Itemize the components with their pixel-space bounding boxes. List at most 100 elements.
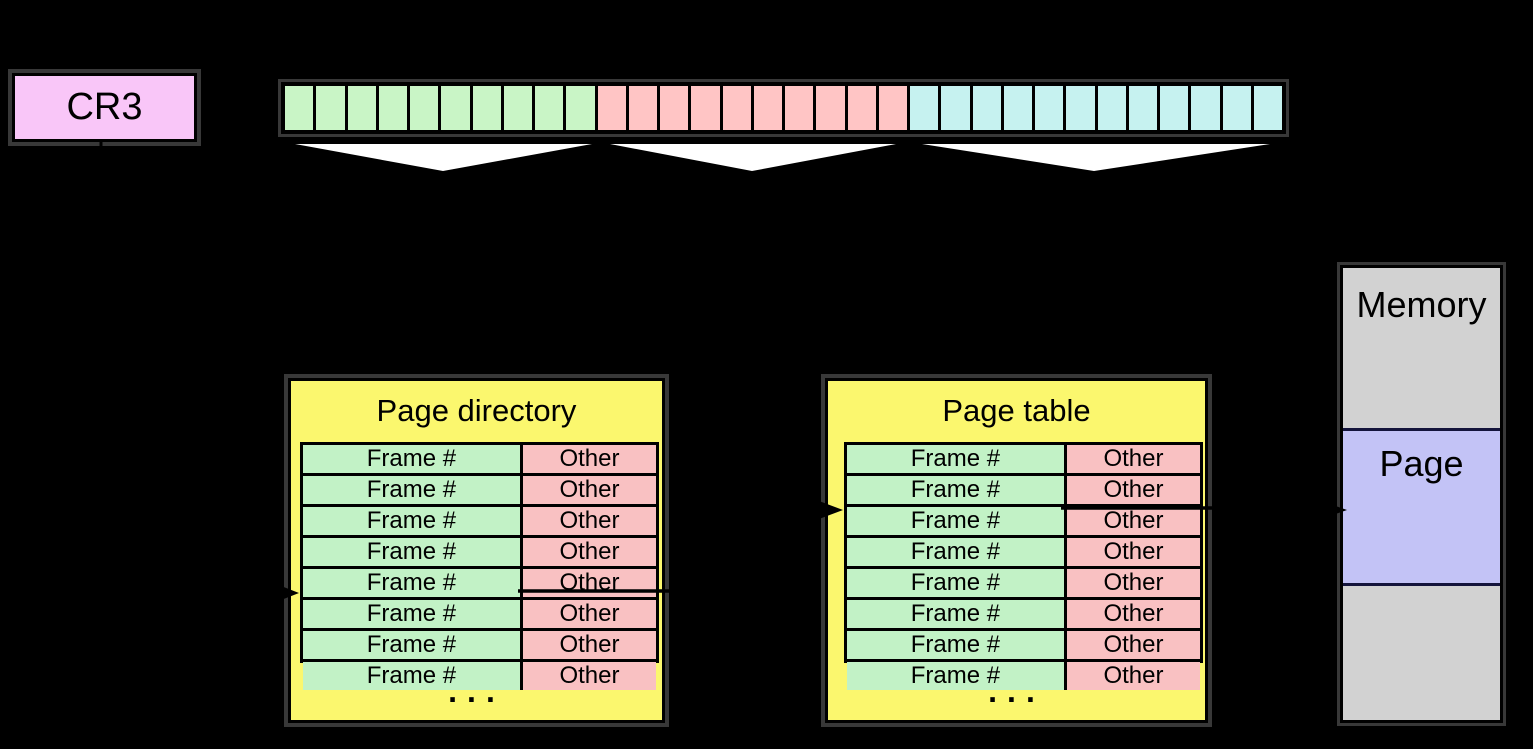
page-table-index-bit	[691, 86, 723, 130]
frame-cell: Frame #	[303, 600, 523, 628]
frame-cell: Frame #	[303, 507, 523, 535]
frame-cell: Frame #	[847, 507, 1067, 535]
page-offset-bit	[1035, 86, 1067, 130]
page-directory-ellipsis: ...	[448, 673, 505, 709]
memory-region-lower	[1343, 586, 1500, 720]
page-directory-index-bit	[535, 86, 567, 130]
other-cell: Other	[522, 631, 656, 659]
table-row: Frame # Other	[303, 504, 656, 535]
cr3-label: CR3	[66, 86, 143, 128]
page-offset-bit	[1066, 86, 1098, 130]
page-label: Page	[1379, 443, 1464, 484]
frame-cell: Frame #	[847, 445, 1067, 473]
other-cell: Other	[1066, 445, 1200, 473]
page-directory-index-bit	[378, 86, 410, 130]
page-table-box: Page table Frame # Other Frame # Other F…	[821, 374, 1212, 727]
frame-cell: Frame #	[847, 476, 1067, 504]
other-cell: Other	[1066, 538, 1200, 566]
frame-cell: Frame #	[847, 631, 1067, 659]
memory-label: Memory	[1356, 284, 1487, 325]
page-table-table: Frame # Other Frame # Other Frame # Othe…	[844, 442, 1203, 690]
other-cell: Other	[522, 445, 656, 473]
page-offset-bit	[1003, 86, 1035, 130]
table-row: Frame # Other	[847, 566, 1200, 597]
other-cell: Other	[522, 662, 656, 690]
frame-cell: Frame #	[303, 662, 523, 690]
page-offset-bit	[1160, 86, 1192, 130]
page-directory-index-bit	[441, 86, 473, 130]
table-row: Frame # Other	[847, 445, 1200, 473]
other-cell: Other	[1066, 507, 1200, 535]
page-table-index-bit	[785, 86, 817, 130]
page-region: Page	[1343, 428, 1500, 586]
page-offset-bit	[1253, 86, 1282, 130]
page-table-index-bit	[660, 86, 692, 130]
funnel-triangle-directory-index	[295, 144, 592, 171]
funnel-triangle-table-index	[610, 144, 896, 171]
page-directory-title: Page directory	[376, 393, 577, 428]
virtual-address-strip	[278, 79, 1289, 137]
other-cell: Other	[1066, 600, 1200, 628]
memory-column: Memory Page	[1337, 262, 1506, 726]
page-table-ellipsis: ...	[988, 673, 1045, 709]
funnel-triangle-offset	[922, 144, 1270, 171]
page-table-index-bit	[878, 86, 910, 130]
frame-cell: Frame #	[303, 569, 523, 597]
page-directory-index-bit	[503, 86, 535, 130]
table-row-selected: Frame # Other	[303, 597, 656, 628]
other-cell: Other	[522, 507, 656, 535]
table-row: Frame # Other	[847, 473, 1200, 504]
cr3-box: CR3	[8, 69, 201, 146]
page-directory-index-bit	[566, 86, 598, 130]
page-directory-table: Frame # Other Frame # Other Frame # Othe…	[300, 442, 659, 690]
page-offset-bit	[1222, 86, 1254, 130]
page-directory-index-bit	[285, 86, 317, 130]
page-table-index-bit	[753, 86, 785, 130]
table-row: Frame # Other	[847, 628, 1200, 659]
frame-cell: Frame #	[303, 538, 523, 566]
page-offset-bit	[941, 86, 973, 130]
other-cell: Other	[522, 538, 656, 566]
page-table-index-bit	[597, 86, 629, 130]
frame-cell: Frame #	[847, 600, 1067, 628]
table-row: Frame # Other	[303, 566, 656, 597]
other-cell: Other	[522, 600, 656, 628]
page-table-index-bit	[847, 86, 879, 130]
table-row: Frame # Other	[303, 628, 656, 659]
frame-cell: Frame #	[303, 476, 523, 504]
page-directory-index-bit	[316, 86, 348, 130]
other-cell: Other	[522, 476, 656, 504]
frame-cell: Frame #	[847, 662, 1067, 690]
page-directory-index-bit	[410, 86, 442, 130]
table-row: Frame # Other	[303, 535, 656, 566]
table-row: Frame # Other	[847, 535, 1200, 566]
page-offset-bit	[1128, 86, 1160, 130]
table-row: Frame # Other	[303, 473, 656, 504]
frame-cell: Frame #	[847, 538, 1067, 566]
other-cell: Other	[1066, 476, 1200, 504]
page-directory-box: Page directory Frame # Other Frame # Oth…	[284, 374, 669, 727]
page-directory-index-bit	[472, 86, 504, 130]
table-row: Frame # Other	[847, 659, 1200, 690]
table-row-selected: Frame # Other	[847, 504, 1200, 535]
page-offset-bit	[1097, 86, 1129, 130]
page-offset-bit	[1191, 86, 1223, 130]
page-table-index-bit	[628, 86, 660, 130]
table-row: Frame # Other	[303, 659, 656, 690]
frame-cell: Frame #	[303, 631, 523, 659]
page-offset-bit	[910, 86, 942, 130]
other-cell: Other	[1066, 569, 1200, 597]
other-cell: Other	[522, 569, 656, 597]
table-row: Frame # Other	[847, 597, 1200, 628]
page-directory-index-bit	[347, 86, 379, 130]
other-cell: Other	[1066, 662, 1200, 690]
memory-region-upper: Memory	[1343, 268, 1500, 428]
page-table-index-bit	[816, 86, 848, 130]
page-table-title: Page table	[942, 393, 1091, 428]
table-row: Frame # Other	[303, 445, 656, 473]
other-cell: Other	[1066, 631, 1200, 659]
page-offset-bit	[972, 86, 1004, 130]
frame-cell: Frame #	[847, 569, 1067, 597]
page-table-index-bit	[722, 86, 754, 130]
frame-cell: Frame #	[303, 445, 523, 473]
